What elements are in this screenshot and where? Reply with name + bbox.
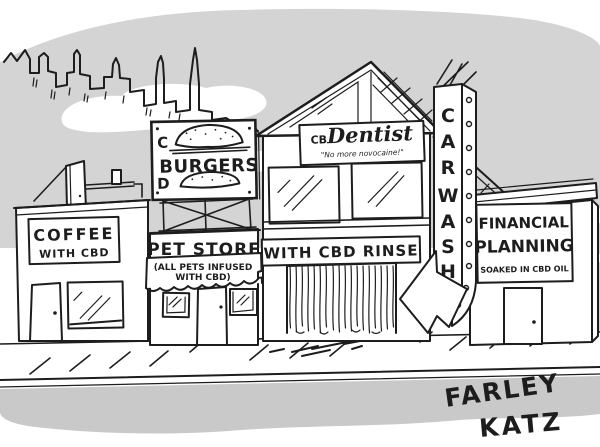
petstore-window-right-inner [232,290,254,313]
rinse-banner-board [260,235,422,267]
dentist-window-left [267,165,341,225]
coffee-door-knob [53,311,57,315]
dentist-window-left-glare [277,175,323,211]
roof-door-knob [78,194,82,198]
petstore-door-knob [219,305,223,309]
facade-ledge-lines [262,217,431,230]
skyline-window-ticks [32,77,181,121]
financial-sign: FINANCIAL PLANNING SOAKED IN CBD OIL [474,202,574,284]
financial-sign-line1: FINANCIAL [478,213,569,233]
billboard-letter-c: C [157,134,168,152]
carwash-arrow [399,250,468,334]
curtain-bottom-fringe [295,329,381,335]
awning-text-line2: WITH CBD) [175,273,230,283]
carwash-letter-2: A [441,131,456,153]
awning-text-line1: (ALL PETS INFUSED [154,263,253,273]
scaffold-truss [158,196,257,234]
petstore-window-right-glare [236,294,250,306]
burger-bottom-bun [179,170,241,189]
rinse-banner: WITH CBD RINSE [260,235,422,267]
curb-line-upper [0,366,600,381]
carwash-sign: C A R W A S H [399,83,477,334]
coffee-sign-board [27,215,121,266]
city-skyline [3,47,259,132]
coffee-window [66,280,125,330]
awning-body [146,253,262,288]
pet-store: PET STORE (ALL PETS INFUSED WITH CBD) [145,196,269,346]
financial-cornice-lines [463,178,597,204]
gable-glare [311,97,333,115]
financial-sign-line3: SOAKED IN CBD OIL [480,264,569,275]
dentist-sign-name: CBDentist [310,120,414,149]
coffee-window-glare [73,291,111,321]
coffee-cornice-inner [15,206,149,216]
billboard-scaffold [158,196,257,234]
financial-door-knob [532,320,536,324]
petstore-window-left-glare [168,296,182,308]
burger-patty-lines [169,146,251,155]
roof-pipe [85,181,143,198]
burger-bottom-bun-seeds [191,175,232,182]
dentist-sign-tagline: "No more novocaine!" [321,148,404,160]
billboard-word-burgers: BURGERS [159,155,259,178]
petstore-door [196,286,228,346]
roof-door-edge [69,165,72,210]
billboard-letter-d: D [157,175,170,193]
petstore-window-left-frame [161,291,191,319]
curb-line-lower [0,373,600,388]
dentist-window-left-frame [267,165,341,225]
dentist-window-right [350,161,424,220]
awning-scallops [145,278,259,292]
street-asphalt [0,376,600,434]
roof-access-door [65,160,87,210]
dentist-sign-prefix: CB [310,133,327,147]
roof-brace [33,166,67,202]
dentist-sign-word: Dentist [325,120,413,148]
carwash-letter-1: C [441,105,455,127]
coffee-door [29,282,63,342]
roof-vent-can [111,169,122,185]
burger-top-bun [174,123,244,149]
petstore-window-left [161,291,191,319]
burger-top-bun-seeds [185,128,234,141]
carwash-letter-6: S [441,236,455,258]
gable-panels [289,71,372,129]
roof-shingle-hatch [372,71,433,129]
rinse-banner-text: WITH CBD RINSE [263,241,418,262]
burgers-billboard: C D BURGERS [150,118,261,202]
carwash-letter-5: A [441,211,456,233]
curtain-strips [289,265,395,334]
coffee-sign: COFFEE WITH CBD [27,215,121,266]
carwash-letter-3: R [441,157,456,179]
petstore-window-left-inner [166,296,186,314]
billboard-bolts [155,126,252,195]
petstore-window-right [229,288,258,316]
carwash-puddle [269,337,377,357]
carwash-letters: C A R W A S H [438,105,459,283]
dentist-sign: CBDentist "No more novocaine!" [298,119,426,167]
financial-sign-board [475,202,574,284]
financial-building: FINANCIAL PLANNING SOAKED IN CBD OIL [462,178,599,346]
coffee-shop: COFFEE WITH CBD [13,160,151,342]
coffee-sign-subtitle: WITH CBD [39,246,110,261]
financial-sign-line2: PLANNING [474,236,574,258]
coffee-window-sill [69,319,123,326]
skyline-outline [3,47,259,132]
coffee-cornice [13,199,151,209]
petstore-parapet [147,229,261,235]
dentist-window-right-glare [367,171,405,207]
carwash-letter-4: W [438,185,459,207]
dentist-window-right-frame [350,161,424,220]
financial-door [503,287,543,345]
coffee-sign-title: COFFEE [33,224,115,245]
